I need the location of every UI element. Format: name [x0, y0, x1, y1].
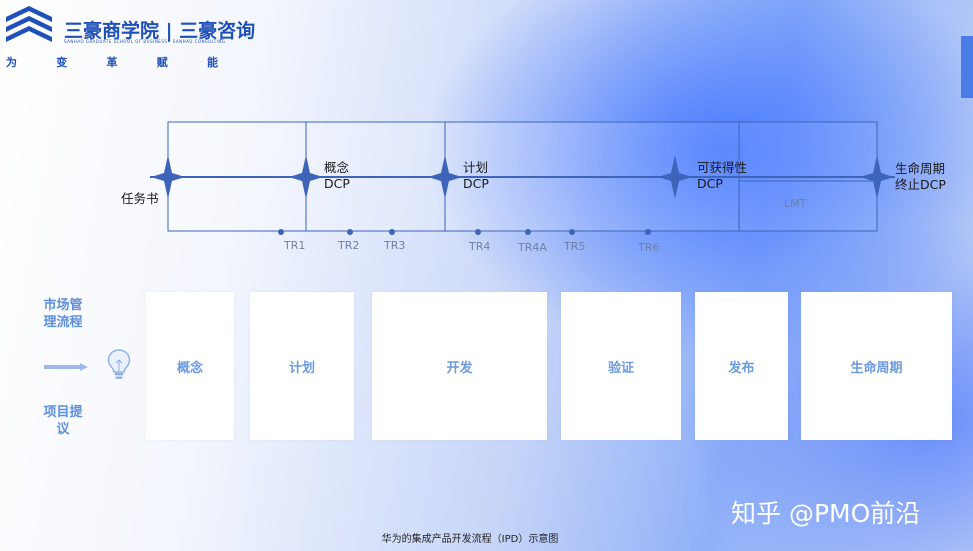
gate-label-task-book: 任务书 [121, 191, 159, 206]
stage-verify: 验证 [561, 292, 681, 440]
gate-label-lifecycle-end-dcp: 生命周期 终止DCP [895, 161, 946, 193]
brand-subtitle: SANHAO GRADUATE SCHOOL OF BUSINESS · SAN… [64, 39, 226, 44]
tr-point-dot [347, 229, 353, 235]
stage-concept: 概念 [146, 292, 234, 440]
right-arrow-icon [44, 363, 88, 371]
gate-label-line: 计划 [463, 160, 489, 175]
slogan-char: 为 [6, 56, 17, 69]
gate-label-line: 概念 [324, 160, 350, 175]
lmt-label: LMT [784, 197, 807, 210]
gate-star-icon [658, 155, 692, 199]
gate-label-concept-dcp: 概念 DCP [324, 160, 350, 192]
tr-label: TR6 [638, 241, 660, 254]
gate-star-icon [428, 155, 462, 199]
stage-release: 发布 [695, 292, 788, 440]
logo-mark-icon [6, 6, 52, 42]
slogan-char: 赋 [156, 56, 168, 69]
brand-slogan: 为 变 革 赋 能 [6, 54, 218, 70]
gate-label-line: DCP [463, 176, 489, 191]
gate-star-icon [289, 155, 323, 199]
lightbulb-icon [107, 349, 131, 379]
slogan-char: 能 [207, 56, 218, 69]
gate-label-line: 终止DCP [895, 177, 946, 192]
tr-point-dot [278, 229, 284, 235]
gate-label-line: 生命周期 [895, 161, 946, 176]
tr-label: TR4 [469, 240, 491, 253]
gate-label-plan-dcp: 计划 DCP [463, 160, 489, 192]
gate-star-icon [860, 155, 894, 199]
slogan-char: 变 [56, 56, 68, 69]
tr-label: TR3 [384, 239, 406, 252]
tr-point-dot [645, 229, 651, 235]
scrollbar-thumb[interactable] [961, 36, 973, 98]
market-management-label: 市场管理流程 [43, 298, 83, 330]
tr-point-dot [569, 229, 575, 235]
tr-point-dot [389, 229, 395, 235]
tr-label: TR2 [338, 239, 360, 252]
project-proposal-label: 项目提议 [43, 405, 83, 437]
gate-label-line: DCP [697, 176, 723, 191]
tr-label: TR5 [564, 240, 586, 253]
watermark: 知乎 @PMO前沿 [731, 499, 921, 528]
stage-plan: 计划 [250, 292, 354, 440]
stage-develop: 开发 [372, 292, 547, 440]
brand-name: 三豪商学院 | 三豪咨询 [64, 20, 256, 42]
figure-caption: 华为的集成产品开发流程（IPD）示意图 [381, 534, 559, 545]
tr-point-dot [475, 229, 481, 235]
slogan-char: 革 [106, 56, 118, 69]
tr-point-dot [525, 229, 531, 235]
tr-label: TR4A [518, 241, 547, 254]
gate-star-icon [151, 155, 185, 199]
stage-lifecycle: 生命周期 [801, 292, 952, 440]
gate-label-line: 可获得性 [697, 160, 748, 175]
gate-label-line: DCP [324, 176, 350, 191]
company-logo: 三豪商学院 | 三豪咨询 SANHAO GRADUATE SCHOOL OF B… [6, 6, 255, 72]
gate-label-availability-dcp: 可获得性 DCP [697, 160, 747, 192]
tr-label: TR1 [284, 239, 306, 252]
